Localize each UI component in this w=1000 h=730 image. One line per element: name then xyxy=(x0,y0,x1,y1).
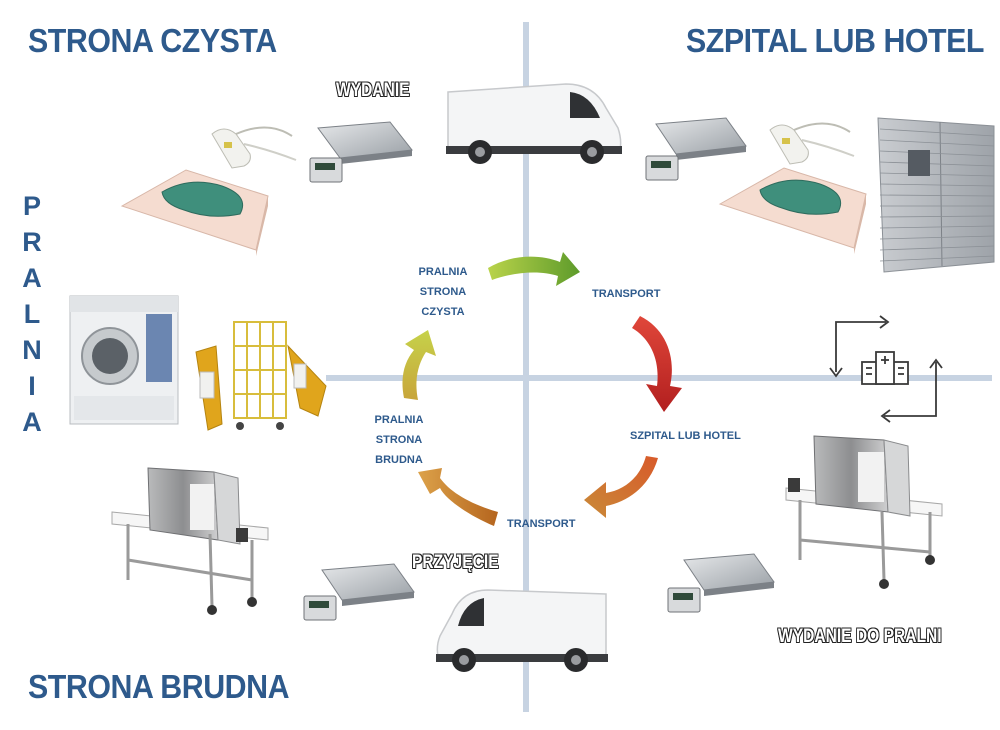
tunnel-scanner-conveyor-icon-right xyxy=(785,435,943,589)
locker-cabinet-icon xyxy=(877,117,995,273)
cycle-step-laundry-clean: PRALNIA STRONA CZYSTA xyxy=(410,262,476,322)
cycle-step-line: STRONA xyxy=(419,286,467,298)
quadrant-title-clean-side: STRONA CZYSTA xyxy=(28,22,277,59)
cycle-arrow-green xyxy=(488,252,580,286)
vertical-title-laundry: P R A L N I A xyxy=(18,188,46,440)
cycle-step-line: PRALNIA xyxy=(374,414,424,426)
cycle-step-line: STRONA xyxy=(375,434,423,446)
vertical-letter: A xyxy=(22,407,42,437)
cycle-step-laundry-dirty: PRALNIA STRONA BRUDNA xyxy=(366,410,432,470)
tunnel-scanner-conveyor-icon-left xyxy=(111,467,269,615)
roll-cage-icon xyxy=(233,321,287,430)
washing-machine-icon xyxy=(69,295,179,425)
vertical-letter: R xyxy=(22,227,42,257)
floor-scale-icon-bottom-right xyxy=(667,553,775,613)
vertical-letter: A xyxy=(22,263,42,293)
stage-label-issue: WYDANIE xyxy=(336,80,410,101)
cycle-arrow-orange xyxy=(584,456,658,518)
folded-linen-icon-right xyxy=(718,167,867,254)
hospital-building-icon xyxy=(829,315,943,423)
cycle-step-line: CZYSTA xyxy=(421,306,465,318)
cycle-step-line: BRUDNA xyxy=(375,454,423,466)
stage-label-issue-to-laundry: WYDANIE DO PRALNI xyxy=(778,626,942,647)
cycle-step-transport-1: TRANSPORT xyxy=(592,288,661,300)
vertical-letter: N xyxy=(22,335,42,365)
cycle-step-line: PRALNIA xyxy=(418,266,468,278)
stage-label-intake: PRZYJĘCIE xyxy=(412,552,499,573)
floor-scale-icon-top-right xyxy=(645,117,747,181)
floor-scale-icon-bottom-left xyxy=(303,563,415,621)
cycle-step-transport-2: TRANSPORT xyxy=(507,518,576,530)
quadrant-title-dirty-side: STRONA BRUDNA xyxy=(28,668,290,705)
van-icon-bottom xyxy=(436,589,608,672)
cycle-arrow-yellow xyxy=(402,330,436,400)
rfid-reader-icon-left xyxy=(211,126,297,169)
rfid-gate-icon-right xyxy=(287,344,327,417)
quadrant-title-hospital-or-hotel: SZPITAL LUB HOTEL xyxy=(686,22,985,59)
vertical-letter: I xyxy=(28,371,36,401)
folded-linen-icon-left xyxy=(120,169,269,256)
van-icon-top xyxy=(446,83,622,164)
vertical-letter: P xyxy=(22,191,41,221)
vertical-letter: L xyxy=(23,299,41,329)
cycle-arrow-red xyxy=(632,316,682,412)
floor-scale-icon-top-left xyxy=(309,121,413,183)
cycle-arrow-brown xyxy=(418,468,498,526)
rfid-reader-icon-right xyxy=(769,122,855,165)
cycle-step-hospital-hotel: SZPITAL LUB HOTEL xyxy=(630,430,741,442)
rfid-gate-icon-left xyxy=(195,345,223,431)
